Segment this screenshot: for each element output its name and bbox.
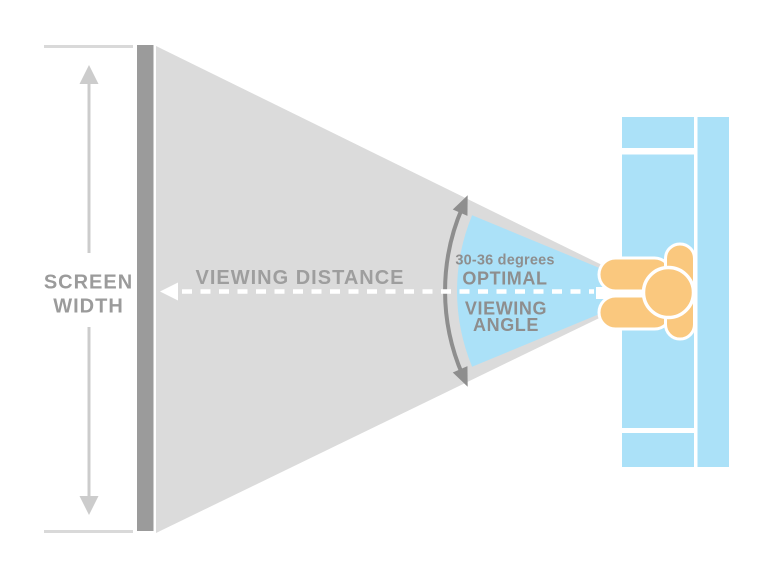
couch-armrest-bottom: [622, 433, 694, 467]
angle-label-optimal: OPTIMAL: [462, 269, 547, 289]
viewing-distance-label: VIEWING DISTANCE: [196, 267, 405, 289]
person: [596, 242, 696, 341]
screen-width-arrow: [79, 65, 99, 515]
couch-armrest-top: [622, 117, 694, 148]
couch-backrest: [697, 117, 729, 467]
person-head: [641, 265, 696, 320]
screen-width-label-line2: WIDTH: [53, 296, 124, 318]
angle-label-viewing: VIEWING: [465, 299, 547, 319]
arc-arrow-head-bottom-icon: [452, 366, 468, 387]
arrow-head-up-icon: [79, 65, 99, 84]
angle-label-angle: ANGLE: [473, 315, 539, 335]
viewing-distance-arrow: [160, 282, 594, 301]
screen-width-label-line1: SCREEN: [44, 272, 133, 294]
arrow-head-down-icon: [79, 496, 99, 515]
arc-arrow-head-top-icon: [452, 195, 468, 216]
arrow-head-left-icon: [160, 282, 178, 301]
angle-degrees-label: 30-36 degrees: [455, 253, 554, 269]
screen-bar: [137, 45, 154, 531]
